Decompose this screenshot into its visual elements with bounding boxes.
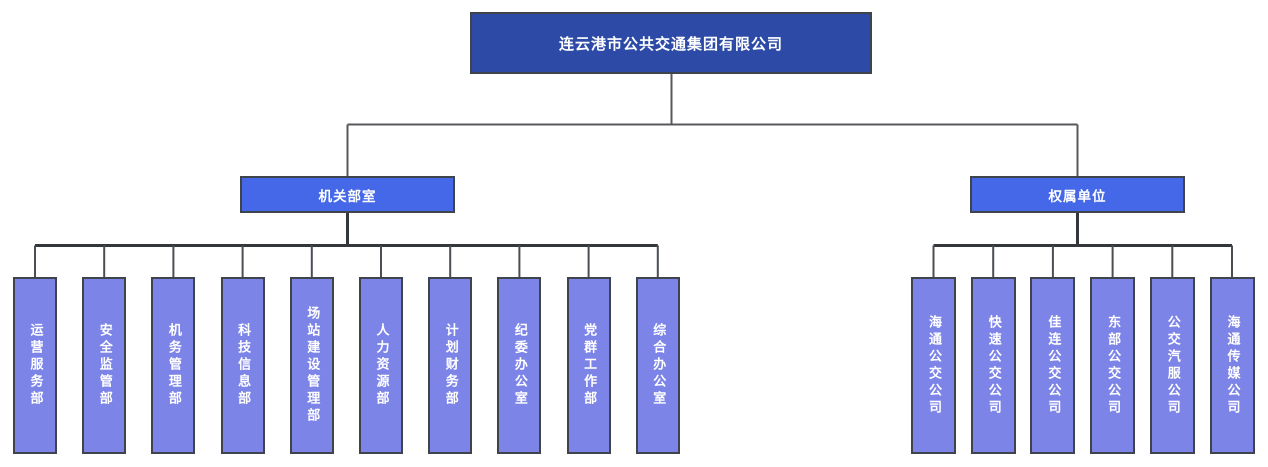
- org-node-leaf: 东部公交公司: [1090, 277, 1136, 454]
- org-node-leaf: 场站建设管理部: [289, 277, 334, 454]
- org-node-leaf-label: 海通公交公司: [926, 314, 941, 417]
- org-node-leaf: 佳连公交公司: [1030, 277, 1076, 454]
- org-node-branch-label: 权属单位: [1048, 188, 1107, 205]
- org-node-leaf-label: 综合办公室: [650, 323, 666, 408]
- org-node-leaf: 人力资源部: [359, 277, 403, 454]
- org-node-leaf: 安全监管部: [82, 277, 127, 454]
- org-node-leaf: 运营服务部: [13, 277, 57, 454]
- org-node-leaf-label: 党群工作部: [581, 323, 597, 408]
- org-node-leaf-label: 机务管理部: [165, 323, 181, 408]
- org-node-leaf-label: 人力资源部: [373, 323, 389, 408]
- org-node-leaf-label: 佳连公交公司: [1045, 314, 1061, 417]
- org-node-leaf-label: 海通传媒公司: [1224, 314, 1240, 417]
- org-node-leaf-label: 纪委办公室: [511, 323, 527, 408]
- org-node-leaf-label: 东部公交公司: [1105, 314, 1121, 417]
- org-node-leaf: 党群工作部: [566, 277, 611, 454]
- org-node-leaf-label: 公交汽服公司: [1164, 314, 1180, 417]
- org-node-leaf: 海通传媒公司: [1209, 277, 1255, 454]
- org-node-root-label: 连云港市公共交通集团有限公司: [558, 34, 783, 53]
- org-node-leaf: 纪委办公室: [497, 277, 542, 454]
- org-node-branch-departments: 机关部室: [240, 176, 455, 213]
- org-node-branch-label: 机关部室: [318, 188, 377, 205]
- org-node-leaf: 计划财务部: [428, 277, 473, 454]
- org-node-branch-subsidiaries: 权属单位: [970, 176, 1185, 213]
- org-node-leaf: 公交汽服公司: [1149, 277, 1195, 454]
- org-node-leaf-label: 科技信息部: [235, 323, 251, 408]
- org-node-root: 连云港市公共交通集团有限公司: [470, 12, 872, 74]
- org-node-leaf-label: 快速公交公司: [985, 314, 1001, 417]
- org-node-leaf-label: 计划财务部: [442, 323, 458, 408]
- org-node-leaf: 快速公交公司: [970, 277, 1016, 454]
- org-node-leaf: 海通公交公司: [911, 277, 956, 454]
- org-node-leaf: 机务管理部: [151, 277, 196, 454]
- org-node-leaf: 综合办公室: [635, 277, 680, 454]
- org-node-leaf-label: 运营服务部: [27, 323, 43, 408]
- org-node-leaf: 科技信息部: [220, 277, 265, 454]
- org-node-leaf-label: 安全监管部: [96, 323, 112, 408]
- org-node-leaf-label: 场站建设管理部: [304, 306, 320, 425]
